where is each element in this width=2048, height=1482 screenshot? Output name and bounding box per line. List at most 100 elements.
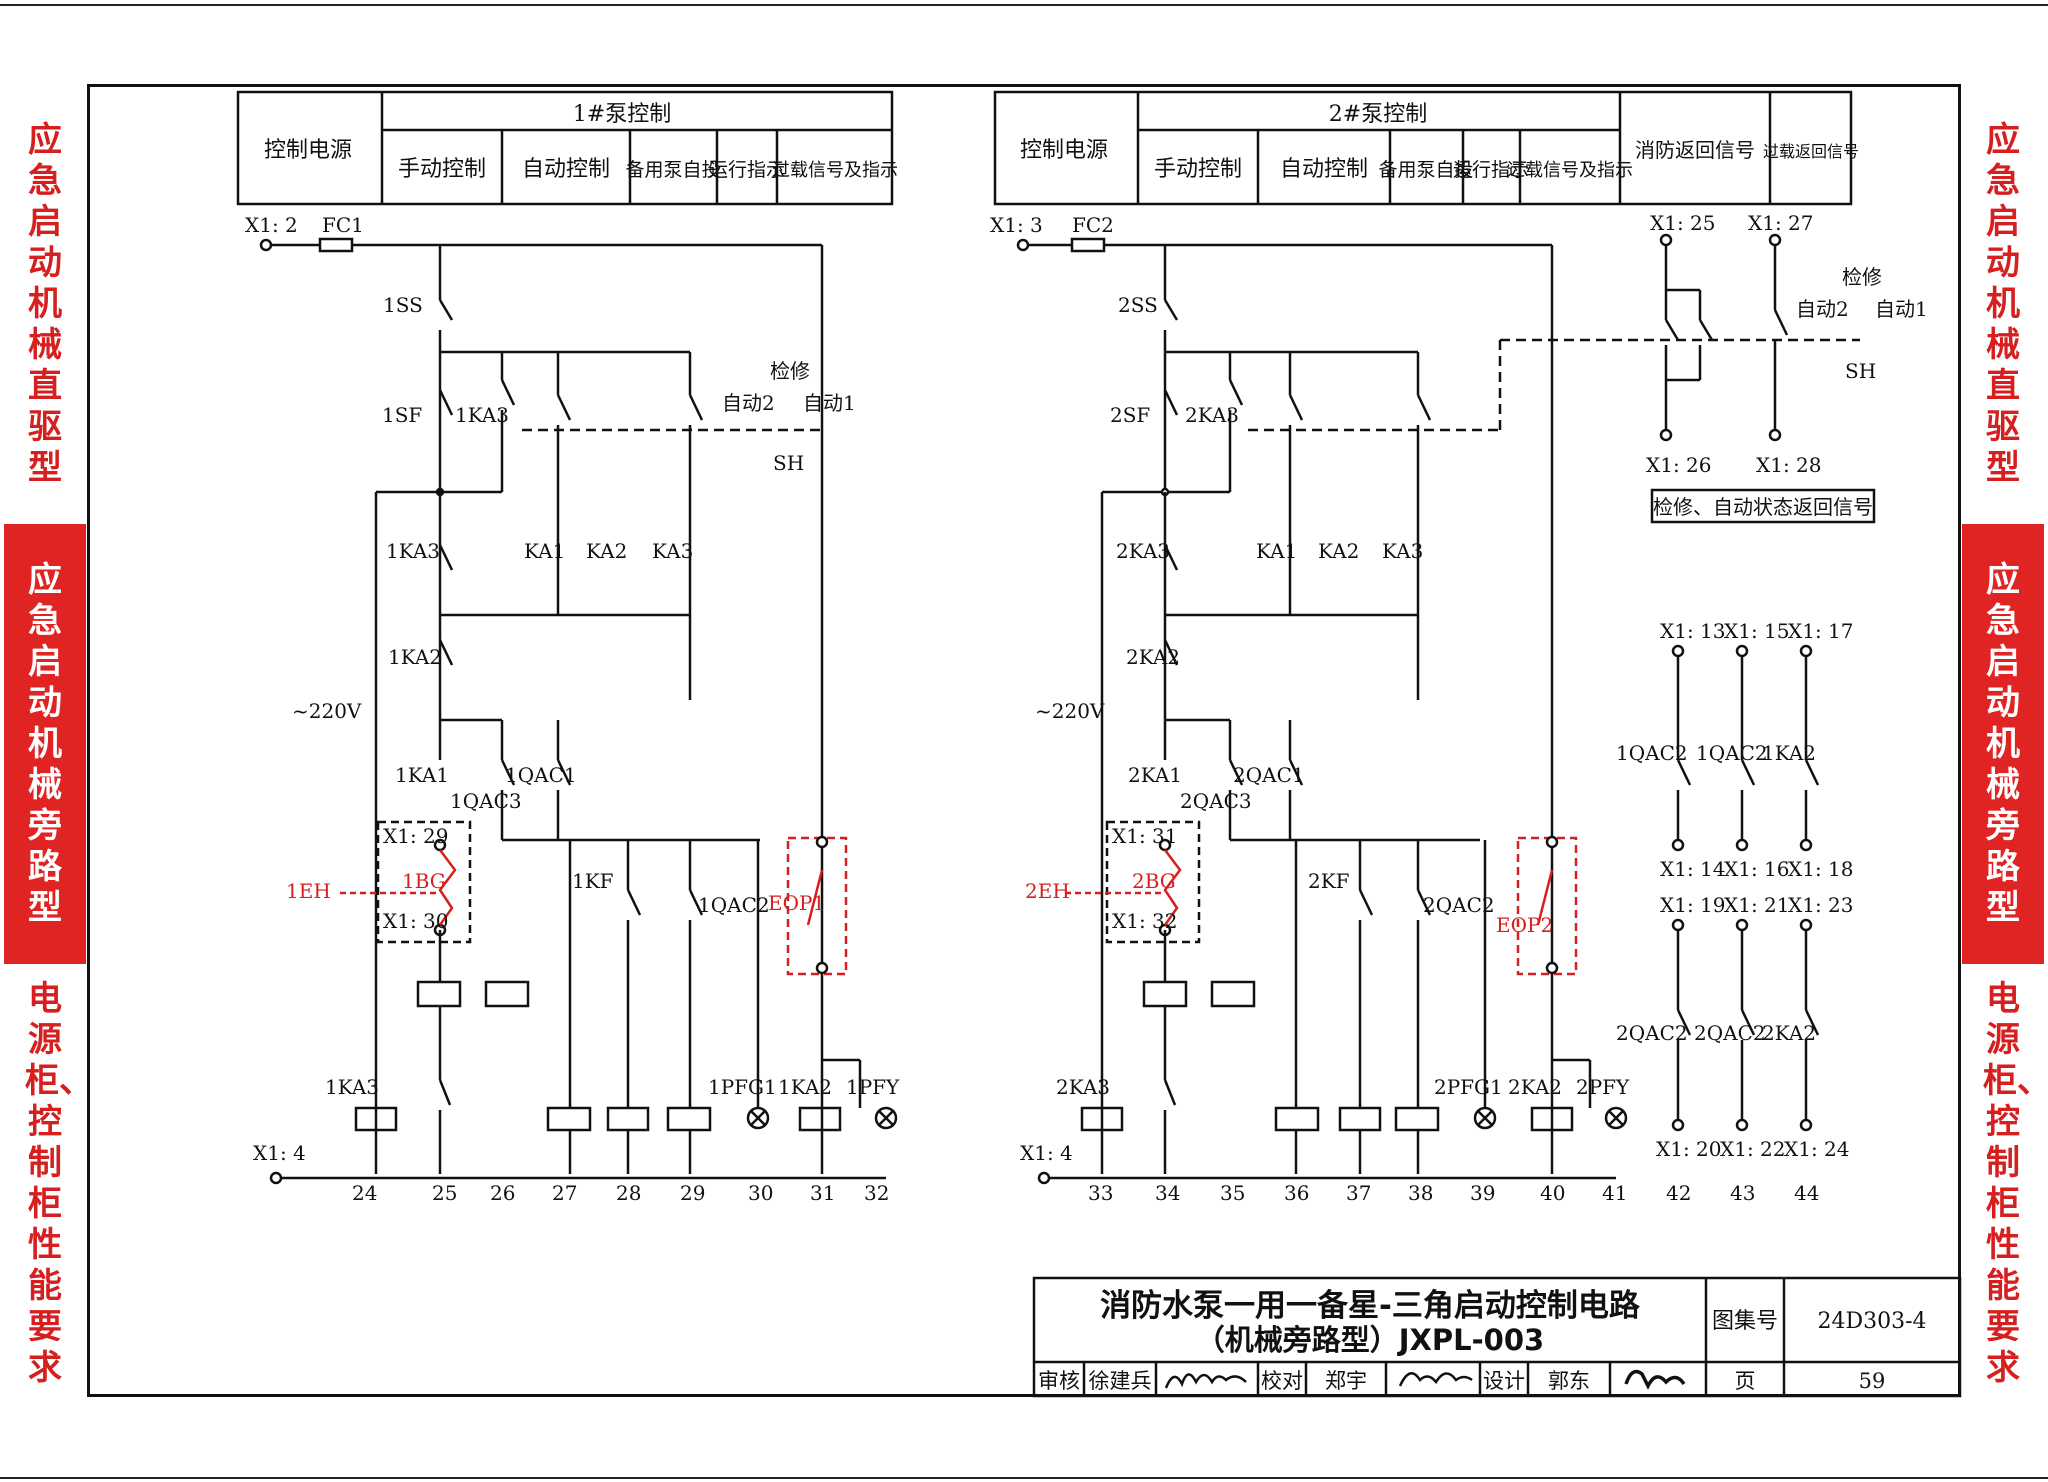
feedback-col-1: 43	[1730, 1181, 1755, 1205]
pump2-dev-pfg: 2PFG1	[1434, 1075, 1503, 1099]
reviewer-name: 徐建兵	[1089, 1369, 1152, 1393]
pump2-dev-ka1: 2KA1	[1128, 763, 1182, 787]
pump2-dev-sf: 2SF	[1110, 403, 1150, 427]
pump2-dev-coil-ka2: 2KA2	[1508, 1075, 1562, 1099]
feedback-switch-mode: 检修	[1842, 265, 1882, 289]
pump2-col-5: 38	[1408, 1181, 1433, 1205]
pump1-col-5: 29	[680, 1181, 705, 1205]
feedback-terminal-26: X1: 26	[1646, 453, 1712, 477]
title-line-2: （机械旁路型）JXPL-003	[1196, 1323, 1544, 1357]
top-rule	[0, 4, 2048, 6]
feedback-terminal-27: X1: 27	[1748, 211, 1814, 235]
pump1-title: 1#泵控制	[573, 102, 671, 127]
title-block: 消防水泵一用一备星-三角启动控制电路 （机械旁路型）JXPL-003 图集号 2…	[1032, 1276, 1962, 1398]
pump2-header: 控制电源 2#泵控制 手动控制 自动控制 备用泵自投 运行指示 过载信号及指示 …	[993, 90, 1859, 206]
pump2-terminal-32: X1: 32	[1112, 909, 1178, 933]
grid-terminal-15: X1: 15	[1724, 619, 1790, 643]
reviewer-signature	[1164, 1373, 1247, 1389]
side-tab-right-0[interactable]: 应急启动机械直驱型	[1986, 119, 2020, 488]
pump2-dev-qac1: 2QAC1	[1233, 763, 1305, 787]
feedback-switch-auto2: 自动2	[1796, 297, 1849, 321]
grid-terminal-16: X1: 16	[1724, 857, 1790, 881]
feedback-switch-auto1: 自动1	[1875, 297, 1928, 321]
pump1-dev-pfy: 1PFY	[846, 1075, 900, 1099]
grid-device-1: 1QAC2	[1616, 741, 1688, 765]
pump1-dev-qac1: 1QAC1	[505, 763, 577, 787]
pump2-dev-kaa: KA1	[1256, 539, 1297, 563]
pump1-col-1: 25	[432, 1181, 457, 1205]
pump1-terminal-29: X1: 29	[383, 824, 449, 848]
pump1-dev-ka1: 1KA1	[395, 763, 449, 787]
pump1-col-auto: 自动控制	[522, 157, 610, 182]
feedback-switch-label: SH	[1845, 359, 1876, 383]
side-tab-right-1[interactable]: 应急启动机械旁路型	[1962, 524, 2044, 964]
pump2-dev-ka2: 2KA2	[1126, 645, 1180, 669]
pump1-dev-sf: 1SF	[382, 403, 422, 427]
pump1-fuse-label: FC1	[322, 213, 364, 237]
pump2-voltage: ~220V	[1035, 699, 1105, 723]
pump1-dev-ka3b: 1KA3	[386, 539, 440, 563]
title-line-1: 消防水泵一用一备星-三角启动控制电路	[1100, 1288, 1641, 1324]
grid-terminal-19: X1: 19	[1660, 893, 1726, 917]
pump1-terminal-neutral: X1: 4	[253, 1141, 306, 1165]
grid-terminal-14: X1: 14	[1660, 857, 1726, 881]
atlas-number: 24D303-4	[1817, 1309, 1926, 1334]
pump2-terminal-neutral: X1: 4	[1020, 1141, 1073, 1165]
feedback-grid	[1671, 644, 1820, 1132]
side-tab-left-1[interactable]: 应急启动机械旁路型	[4, 524, 86, 964]
pump1-col-8: 32	[864, 1181, 889, 1205]
pump1-circuit	[259, 237, 898, 1185]
grid-terminal-24: X1: 24	[1784, 1137, 1850, 1161]
pump2-power-header: 控制电源	[1020, 138, 1108, 163]
pump1-col-7: 31	[810, 1181, 835, 1205]
pump2-dev-coil-ka3: 2KA3	[1056, 1075, 1110, 1099]
feedback-col-0: 42	[1666, 1181, 1691, 1205]
pump1-col-0: 24	[352, 1181, 377, 1205]
feedback-col-2: 44	[1794, 1181, 1819, 1205]
pump2-col-overload: 过载信号及指示	[1507, 160, 1633, 181]
feedback-circuit	[1650, 233, 1876, 1132]
pump1-col-standby: 备用泵自投	[625, 159, 720, 181]
feedback-terminal-25: X1: 25	[1650, 211, 1716, 235]
page-number: 59	[1859, 1369, 1886, 1393]
feedback-overload-header: 过载返回信号	[1763, 142, 1859, 161]
pump1-switch-auto1: 自动1	[803, 391, 856, 415]
pump1-dev-qac2: 1QAC2	[698, 893, 770, 917]
pump1-switch-label: SH	[773, 451, 804, 475]
side-tab-left-2[interactable]: 电源柜、控制柜性能要求	[25, 979, 93, 1388]
pump2-dev-kac: KA3	[1382, 539, 1423, 563]
grid-terminal-22: X1: 22	[1720, 1137, 1786, 1161]
pump2-dev-kab: KA2	[1318, 539, 1359, 563]
pump1-col-run: 运行指示	[709, 159, 785, 181]
side-tab-right-2[interactable]: 电源柜、控制柜性能要求	[1983, 979, 2048, 1388]
pump2-dev-eh: 2EH	[1025, 879, 1070, 903]
checker-name: 郑宇	[1325, 1369, 1367, 1393]
side-tab-left-0[interactable]: 应急启动机械直驱型	[28, 119, 62, 488]
pump2-col-8: 41	[1602, 1181, 1627, 1205]
pump1-dev-ka2: 1KA2	[388, 645, 442, 669]
pump1-switch-auto2: 自动2	[722, 391, 775, 415]
pump1-dev-pfg: 1PFG1	[708, 1075, 777, 1099]
grid-terminal-21: X1: 21	[1724, 893, 1790, 917]
pump2-col-2: 35	[1220, 1181, 1245, 1205]
pump1-dev-coil-ka2: 1KA2	[778, 1075, 832, 1099]
pump1-dev-eh: 1EH	[286, 879, 331, 903]
pump1-col-2: 26	[490, 1181, 515, 1205]
check-label: 校对	[1261, 1369, 1303, 1393]
pump1-dev-coil-ka3: 1KA3	[325, 1075, 379, 1099]
page-label: 页	[1735, 1369, 1756, 1393]
pump2-dev-eop: EOP2	[1496, 913, 1553, 937]
pump2-col-7: 40	[1540, 1181, 1565, 1205]
pump1-dev-eop: EOP1	[768, 891, 825, 915]
pump1-fuse	[318, 237, 354, 253]
grid-device-5: 2QAC2	[1694, 1021, 1766, 1045]
pump1-dev-kaa: KA1	[524, 539, 565, 563]
design-label: 设计	[1483, 1369, 1525, 1393]
review-label: 审核	[1038, 1369, 1080, 1393]
pump1-dev-kf: 1KF	[572, 869, 614, 893]
pump2-dev-ka3: 2KA3	[1185, 403, 1239, 427]
grid-device-6: 2KA2	[1762, 1021, 1816, 1045]
pump2-col-6: 39	[1470, 1181, 1495, 1205]
pump2-dev-pfy: 2PFY	[1576, 1075, 1630, 1099]
